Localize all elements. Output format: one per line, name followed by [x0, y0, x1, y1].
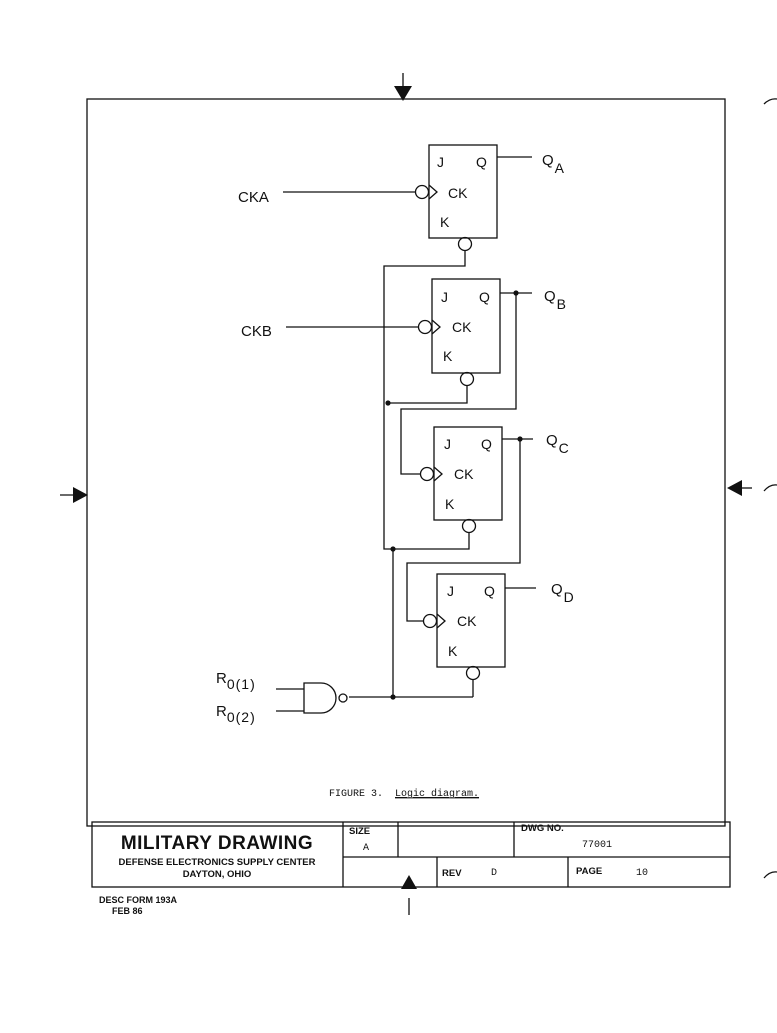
figure-number: FIGURE 3. — [329, 789, 383, 800]
ff-a-ck: CK — [448, 185, 468, 201]
output-qb: QB — [544, 288, 566, 312]
nand-gate — [303, 682, 337, 714]
form-date: FEB 86 — [112, 906, 143, 916]
output-qc: QC — [546, 432, 569, 456]
title-block-org-line1: DEFENSE ELECTRONICS SUPPLY CENTER — [118, 857, 316, 868]
figure-caption: Logic diagram. — [395, 788, 479, 800]
title-block-org-line2: DAYTON, OHIO — [182, 869, 252, 880]
rev-value: D — [491, 868, 498, 879]
ff-b-ck: CK — [452, 319, 472, 335]
dwg-no-label: DWG NO. — [521, 823, 564, 834]
ff-b-j: J — [441, 289, 448, 305]
drawing-frame — [86, 98, 726, 827]
dwg-no-value: 77001 — [582, 840, 613, 851]
ff-d-ck: CK — [457, 613, 477, 629]
ff-a-j: J — [437, 154, 444, 170]
reset-input-1-label: R0(1) — [216, 670, 256, 692]
ff-a-k: K — [440, 214, 450, 230]
ff-d-j: J — [447, 583, 454, 599]
page-value: 10 — [636, 868, 649, 879]
title-block-heading: MILITARY DRAWING — [120, 833, 314, 854]
ckb-label: CKB — [241, 323, 272, 340]
reset-input-2-label: R0(2) — [216, 703, 256, 725]
size-label: SIZE — [349, 826, 371, 837]
ff-d-k: K — [448, 643, 458, 659]
size-value: A — [363, 843, 370, 854]
ff-c-k: K — [445, 496, 455, 512]
output-qd: QD — [551, 581, 574, 605]
ff-b-q: Q — [479, 289, 490, 305]
ff-a-q: Q — [476, 154, 487, 170]
ff-c-q: Q — [481, 436, 492, 452]
ff-c-ck: CK — [454, 466, 474, 482]
output-qa: QA — [542, 152, 565, 176]
ff-b-k: K — [443, 348, 453, 364]
page-label: PAGE — [576, 866, 603, 877]
cka-label: CKA — [238, 189, 269, 206]
ff-c-j: J — [444, 436, 451, 452]
form-number: DESC FORM 193A — [99, 895, 178, 905]
rev-label: REV — [442, 868, 462, 879]
ff-d-q: Q — [484, 583, 495, 599]
